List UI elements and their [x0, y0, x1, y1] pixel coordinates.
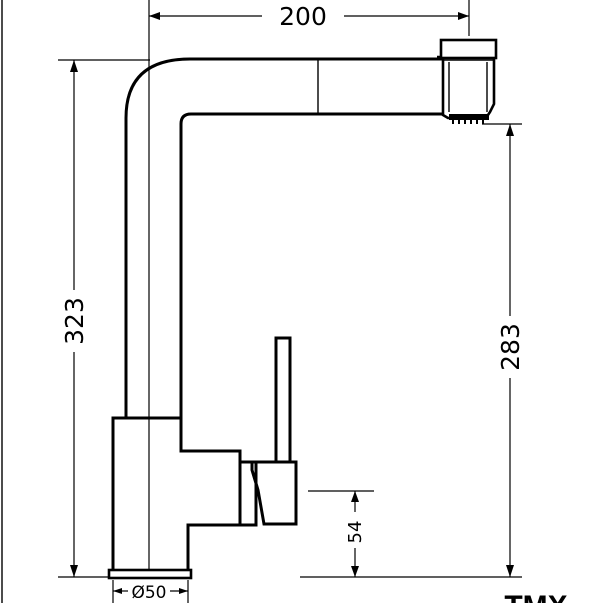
brand-logo-text: TMX: [504, 590, 567, 603]
dimension-label-spout-height: 283: [496, 323, 525, 371]
handle-lever: [274, 336, 292, 462]
handle-hub: [250, 460, 298, 526]
dimension-total-height: 323: [58, 59, 150, 578]
dimension-width: 200: [148, 0, 470, 60]
spout-inner-edge: [179, 112, 443, 418]
arrow-up-icon: [70, 60, 78, 72]
arrow-down-icon: [351, 566, 359, 577]
arrow-right-icon: [179, 588, 188, 594]
spout-outer-edge: [124, 57, 443, 418]
arrow-down-icon: [506, 565, 514, 577]
dimension-base-diameter: Ø50: [112, 580, 189, 603]
aerator: [449, 114, 489, 120]
arrow-left-icon: [149, 12, 160, 20]
arrow-down-icon: [70, 565, 78, 577]
faucet-body: [111, 416, 242, 577]
faucet-outline: [107, 38, 498, 580]
dimension-label-total-height: 323: [60, 297, 89, 345]
arrow-right-icon: [458, 12, 469, 20]
dimension-handle-height: 54: [308, 490, 374, 577]
dimension-spout-height: 283: [300, 123, 525, 578]
arrow-left-icon: [113, 588, 122, 594]
base-ring: [107, 568, 193, 580]
aerator-nozzles: [452, 120, 484, 124]
dimension-label-base-diameter: Ø50: [131, 583, 166, 603]
spray-head: [437, 55, 496, 120]
arrow-up-icon: [506, 124, 514, 136]
arrow-up-icon: [351, 491, 359, 502]
handle-connector: [240, 460, 258, 527]
spray-head-cap: [439, 38, 498, 60]
dimension-label-handle-height: 54: [345, 521, 366, 544]
dimension-label-width: 200: [279, 2, 327, 31]
